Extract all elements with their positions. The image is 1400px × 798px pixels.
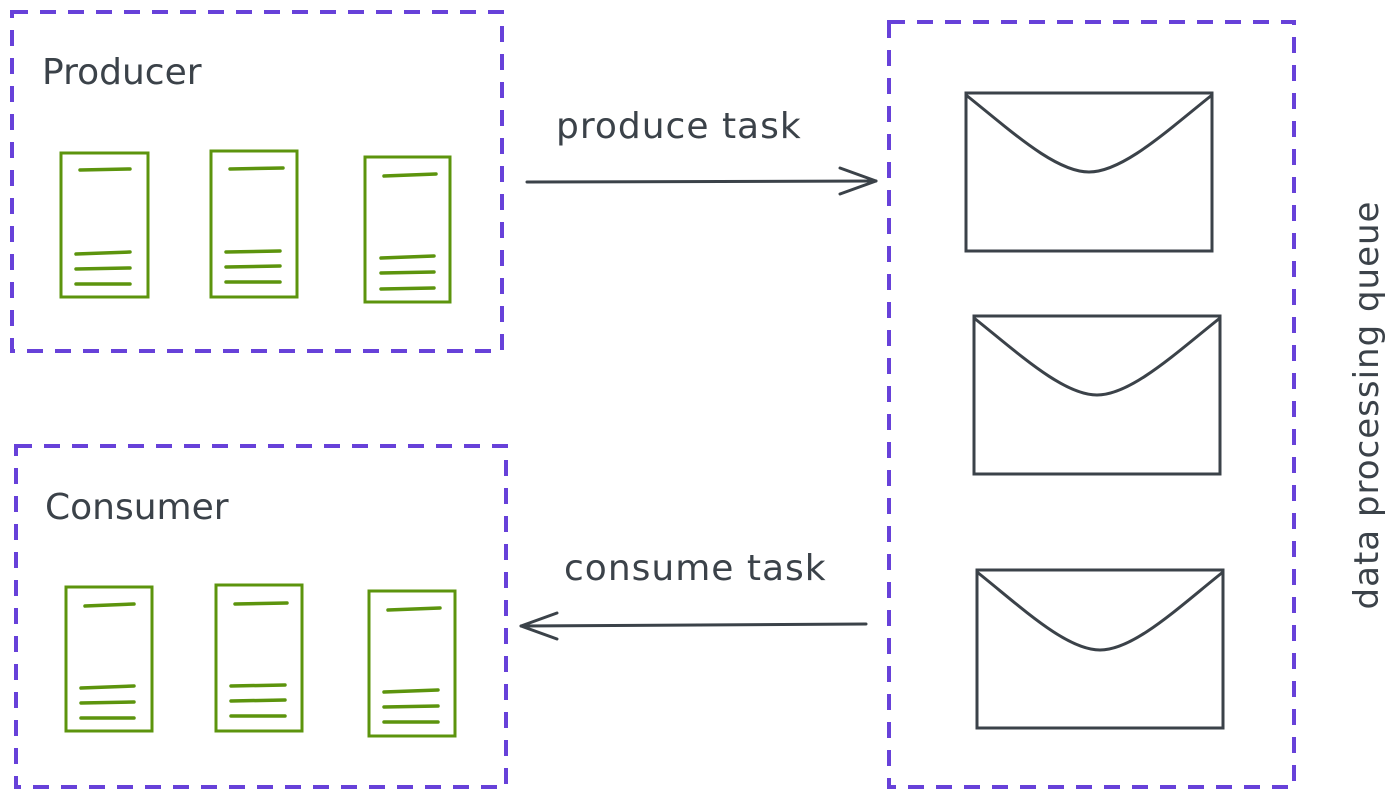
document-icon [64, 585, 154, 733]
document-icon [363, 155, 452, 304]
consumer-title: Consumer [45, 487, 229, 528]
produce-task-label: produce task [556, 106, 802, 147]
producer-title: Producer [42, 52, 202, 93]
queue-label: data processing queue [1347, 201, 1387, 610]
envelope-icon [964, 91, 1214, 253]
arrow-head [519, 611, 559, 641]
consumer-box [14, 444, 508, 789]
queue-box [887, 20, 1296, 789]
envelope-icon [972, 314, 1222, 476]
arrow-icon [525, 179, 878, 184]
document-icon [214, 583, 304, 733]
arrow-head [838, 166, 878, 196]
document-icon [59, 151, 150, 299]
consume-edge: consume task [519, 548, 868, 641]
arrow-icon [519, 622, 868, 628]
producer-box [10, 10, 504, 353]
envelope-icon [975, 568, 1225, 730]
consumer-group: Consumer [14, 444, 508, 789]
producer-group: Producer [10, 10, 504, 353]
consume-task-label: consume task [564, 548, 827, 589]
produce-edge: produce task [525, 106, 878, 196]
document-icon [367, 589, 457, 738]
document-icon [209, 149, 299, 299]
queue-group: data processing queue [887, 20, 1387, 789]
